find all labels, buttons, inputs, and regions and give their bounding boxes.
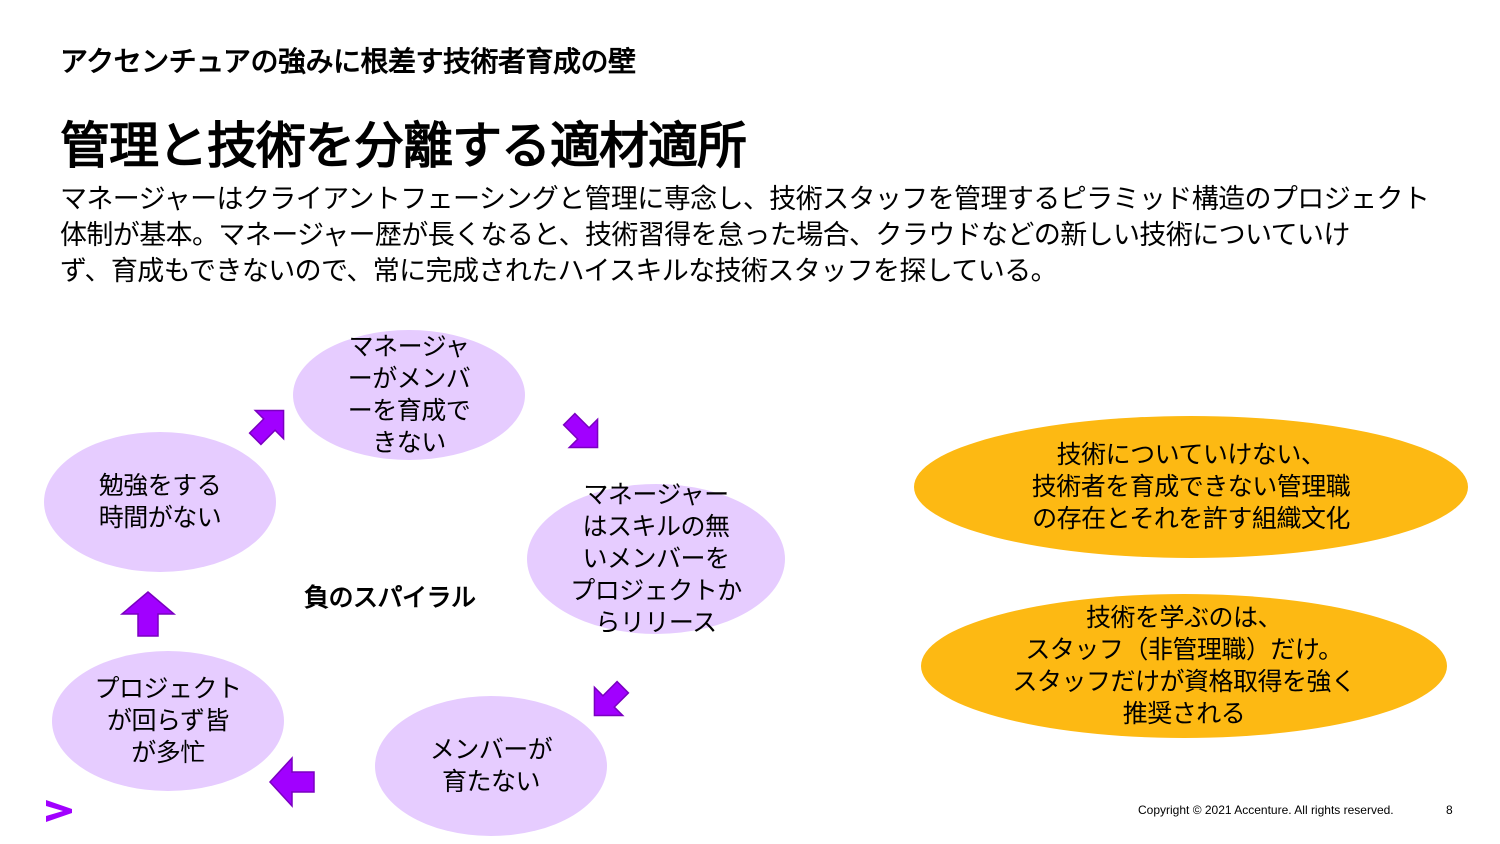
bubble-text: マネージャ — [348, 332, 470, 361]
bubble-text: ーを育成で — [347, 396, 471, 425]
body-line-2: 体制が基本。マネージャー歴が長くなると、技術習得を怠った場合、クラウドなどの新し… — [60, 220, 1350, 251]
callout-text: 技術者を育成できない管理職 — [1031, 472, 1351, 501]
bubble-members-dont-grow: メンバーが 育たない — [375, 696, 607, 836]
bubble-manager-releases: マネージャー はスキルの無 いメンバーを プロジェクトか らリリース — [527, 480, 785, 637]
bubble-text: らリリース — [595, 608, 717, 637]
bubble-text: が多忙 — [131, 738, 205, 767]
callout-text: の存在とそれを許す組織文化 — [1032, 504, 1350, 533]
bubble-manager-cannot-train: マネージャ ーがメンバ ーを育成で きない — [293, 330, 525, 460]
bubble-no-time-to-study: 勉強をする 時間がない — [44, 432, 276, 572]
callout-text: 技術についていけない、 — [1056, 440, 1326, 469]
bubble-text: プロジェクトか — [570, 576, 742, 605]
callout-culture: 技術についていけない、 技術者を育成できない管理職 の存在とそれを許す組織文化 — [914, 416, 1468, 558]
bubble-text: 勉強をする — [98, 471, 222, 500]
arrow-down-left-icon — [593, 680, 630, 717]
bubble-text: が回らず皆 — [106, 706, 230, 735]
bubble-text: 育たない — [441, 767, 541, 796]
callout-text: 技術を学ぶのは、 — [1085, 603, 1283, 632]
arrow-left-icon — [268, 756, 315, 808]
bubble-text: いメンバーを — [582, 544, 730, 573]
callout-staff-learning: 技術を学ぶのは、 スタッフ（非管理職）だけ。 スタッフだけが資格取得を強く 推奨… — [921, 594, 1447, 738]
bubble-text: マネージャー — [583, 480, 729, 509]
page-title: 管理と技術を分離する適材適所 — [60, 117, 747, 175]
bubble-text: メンバーが — [429, 735, 553, 764]
arrow-down-right-icon — [562, 412, 599, 449]
page-number: 8 — [1446, 803, 1453, 817]
bubble-project-busy: プロジェクト が回らず皆 が多忙 — [52, 651, 284, 791]
callout-text: スタッフ（非管理職）だけ。 — [1025, 635, 1343, 664]
bubble-text: はスキルの無 — [582, 512, 730, 541]
negative-spiral-label: 負のスパイラル — [304, 583, 476, 612]
arrow-up-icon — [119, 591, 177, 637]
accenture-chevron-icon — [46, 800, 72, 822]
body-paragraph: マネージャーはクライアントフェーシングと管理に専念し、技術スタッフを管理するピラ… — [60, 182, 1450, 290]
copyright-text: Copyright © 2021 Accenture. All rights r… — [1138, 803, 1394, 817]
bubble-text: プロジェクト — [94, 674, 242, 703]
body-line-1: マネージャーはクライアントフェーシングと管理に専念し、技術スタッフを管理するピラ… — [60, 184, 1430, 215]
bubble-text: きない — [372, 428, 446, 457]
section-subtitle: アクセンチュアの強みに根差す技術者育成の壁 — [60, 45, 636, 78]
callout-text: 推奨される — [1122, 699, 1246, 728]
arrow-up-right-icon — [248, 409, 285, 446]
bubble-text: ーがメンバ — [347, 364, 471, 393]
callout-text: スタッフだけが資格取得を強く — [1012, 667, 1356, 696]
body-line-3: ず、育成もできないので、常に完成されたハイスキルな技術スタッフを探している。 — [60, 256, 1058, 287]
bubble-text: 時間がない — [98, 503, 222, 532]
